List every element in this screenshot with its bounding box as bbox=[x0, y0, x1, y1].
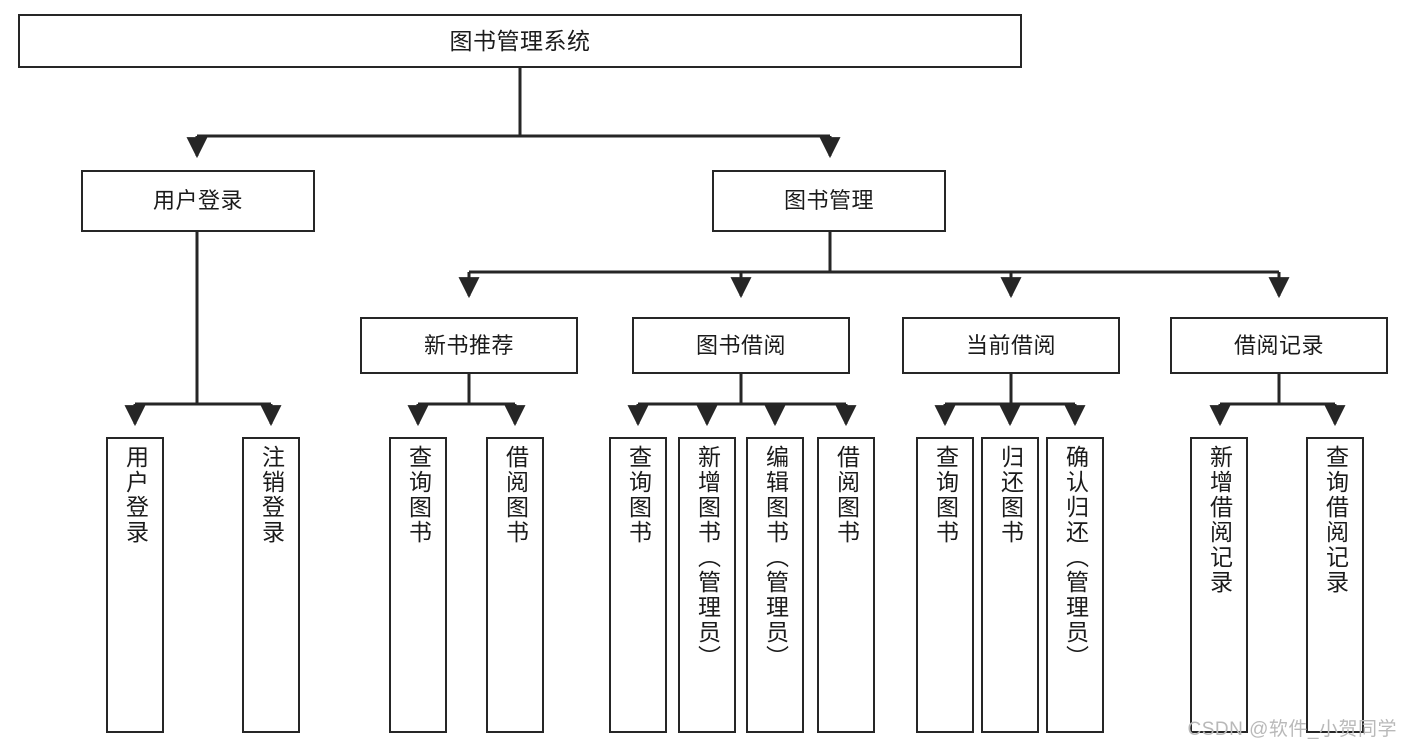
leaf-query-book-3[interactable]: 查询图书 bbox=[916, 437, 974, 733]
node-label: 用户登录 bbox=[152, 188, 243, 214]
leaf-borrow-book-1[interactable]: 借阅图书 bbox=[486, 437, 544, 733]
node-label: 图书管理系统 bbox=[449, 27, 591, 54]
node-label: 查询借阅记录 bbox=[1322, 445, 1349, 595]
node-label: 当前借阅 bbox=[965, 332, 1056, 358]
leaf-borrow-book-2[interactable]: 借阅图书 bbox=[817, 437, 875, 733]
watermark-text: CSDN @软件_小贺同学 bbox=[1187, 719, 1397, 740]
node-root-system[interactable]: 图书管理系统 bbox=[18, 14, 1022, 68]
node-new-book-recommend[interactable]: 新书推荐 bbox=[360, 317, 578, 374]
node-label: 编辑图书（管理员） bbox=[762, 445, 789, 670]
node-current-borrow[interactable]: 当前借阅 bbox=[902, 317, 1120, 374]
node-label: 查询图书 bbox=[405, 445, 432, 545]
node-label: 借阅图书 bbox=[833, 445, 860, 545]
node-label: 借阅图书 bbox=[502, 445, 529, 545]
leaf-return-book[interactable]: 归还图书 bbox=[981, 437, 1039, 733]
node-label: 确认归还（管理员） bbox=[1062, 445, 1089, 670]
leaf-user-login[interactable]: 用户登录 bbox=[106, 437, 164, 733]
node-borrow-record[interactable]: 借阅记录 bbox=[1170, 317, 1388, 374]
node-label: 借阅记录 bbox=[1233, 332, 1324, 358]
leaf-logout-login[interactable]: 注销登录 bbox=[242, 437, 300, 733]
node-label: 归还图书 bbox=[997, 445, 1024, 545]
leaf-query-book-1[interactable]: 查询图书 bbox=[389, 437, 447, 733]
node-label: 查询图书 bbox=[932, 445, 959, 545]
leaf-add-book[interactable]: 新增图书（管理员） bbox=[678, 437, 736, 733]
node-label: 图书管理 bbox=[783, 188, 874, 214]
leaf-query-record[interactable]: 查询借阅记录 bbox=[1306, 437, 1364, 733]
node-label: 新增图书（管理员） bbox=[694, 445, 721, 670]
node-label: 新增借阅记录 bbox=[1206, 445, 1233, 595]
leaf-query-book-2[interactable]: 查询图书 bbox=[609, 437, 667, 733]
leaf-add-record[interactable]: 新增借阅记录 bbox=[1190, 437, 1248, 733]
leaf-confirm-return[interactable]: 确认归还（管理员） bbox=[1046, 437, 1104, 733]
node-book-management[interactable]: 图书管理 bbox=[712, 170, 946, 232]
node-user-login[interactable]: 用户登录 bbox=[81, 170, 315, 232]
node-label: 注销登录 bbox=[258, 445, 285, 545]
leaf-edit-book[interactable]: 编辑图书（管理员） bbox=[746, 437, 804, 733]
node-label: 图书借阅 bbox=[695, 332, 786, 358]
node-label: 新书推荐 bbox=[423, 332, 514, 358]
node-label: 查询图书 bbox=[625, 445, 652, 545]
node-book-borrow[interactable]: 图书借阅 bbox=[632, 317, 850, 374]
node-label: 用户登录 bbox=[122, 445, 149, 545]
